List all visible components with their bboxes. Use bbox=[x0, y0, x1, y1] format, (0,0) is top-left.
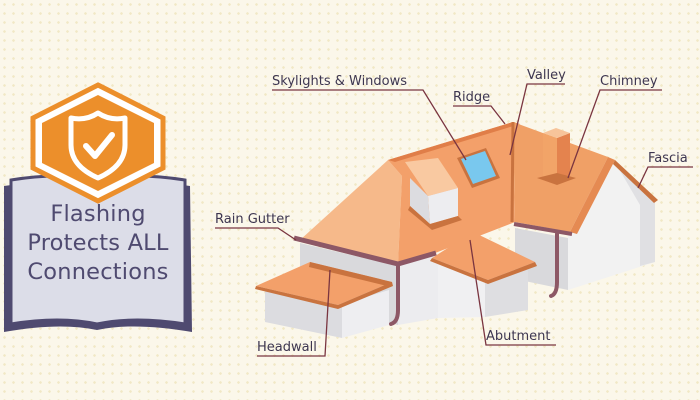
main-side-wall bbox=[398, 255, 438, 325]
annex-roof bbox=[256, 262, 392, 305]
leader-fascia bbox=[637, 166, 693, 189]
dormer-wall bbox=[428, 188, 458, 224]
badge-title-line-3: Connections bbox=[27, 259, 169, 285]
leader-rain-gutter bbox=[215, 227, 297, 241]
label-valley: Valley bbox=[527, 68, 566, 83]
dormer-flashing bbox=[408, 206, 462, 230]
chimney-flashing bbox=[537, 173, 576, 185]
skylight-glass bbox=[461, 151, 496, 184]
shield-check-icon bbox=[68, 110, 128, 181]
label-ridge: Ridge bbox=[453, 90, 491, 105]
leader-skylights bbox=[272, 89, 467, 161]
downspout-left bbox=[389, 264, 400, 326]
dormer-wall-shade bbox=[410, 178, 430, 224]
right-wing-roof-gable-edge bbox=[570, 157, 615, 234]
fascia-board bbox=[613, 160, 658, 203]
abutment-roof-edge bbox=[430, 258, 537, 284]
right-wing-gable-wall bbox=[615, 162, 655, 266]
badge bbox=[4, 82, 192, 332]
right-wing-gutter bbox=[513, 222, 573, 236]
label-fascia: Fascia bbox=[648, 151, 688, 166]
badge-title-line-2: Protects ALL bbox=[27, 230, 169, 256]
headwall-flashing bbox=[309, 262, 392, 287]
abutment-bay-front-wall bbox=[438, 255, 485, 318]
abutment-roof bbox=[432, 232, 535, 280]
check-mark bbox=[83, 132, 115, 159]
leader-ridge bbox=[453, 105, 506, 125]
chimney-top bbox=[543, 128, 570, 138]
dormer-roof bbox=[405, 158, 458, 196]
downspout-right bbox=[549, 232, 559, 298]
label-skylights-windows: Skylights & Windows bbox=[272, 74, 408, 89]
leader-headwall bbox=[257, 269, 331, 357]
roof-valley-line bbox=[510, 121, 515, 223]
leader-lines bbox=[215, 83, 693, 357]
right-wing-front-wall bbox=[515, 228, 568, 290]
badge-title-line-1: Flashing bbox=[50, 201, 146, 227]
house bbox=[255, 121, 658, 338]
label-headwall: Headwall bbox=[257, 340, 317, 355]
roof-ridge bbox=[388, 122, 520, 162]
chimney-side bbox=[557, 133, 570, 180]
label-rain-gutter: Rain Gutter bbox=[215, 212, 290, 227]
label-chimney: Chimney bbox=[600, 74, 658, 89]
main-roof-left-hip bbox=[300, 160, 402, 264]
leader-abutment bbox=[469, 239, 556, 346]
leader-valley bbox=[509, 83, 565, 156]
chimney-front bbox=[543, 133, 557, 180]
badge-title: Flashing Protects ALL Connections bbox=[10, 200, 186, 287]
label-abutment: Abutment bbox=[486, 329, 551, 344]
leader-chimney bbox=[567, 89, 662, 179]
annex-roof-edge bbox=[255, 282, 393, 309]
